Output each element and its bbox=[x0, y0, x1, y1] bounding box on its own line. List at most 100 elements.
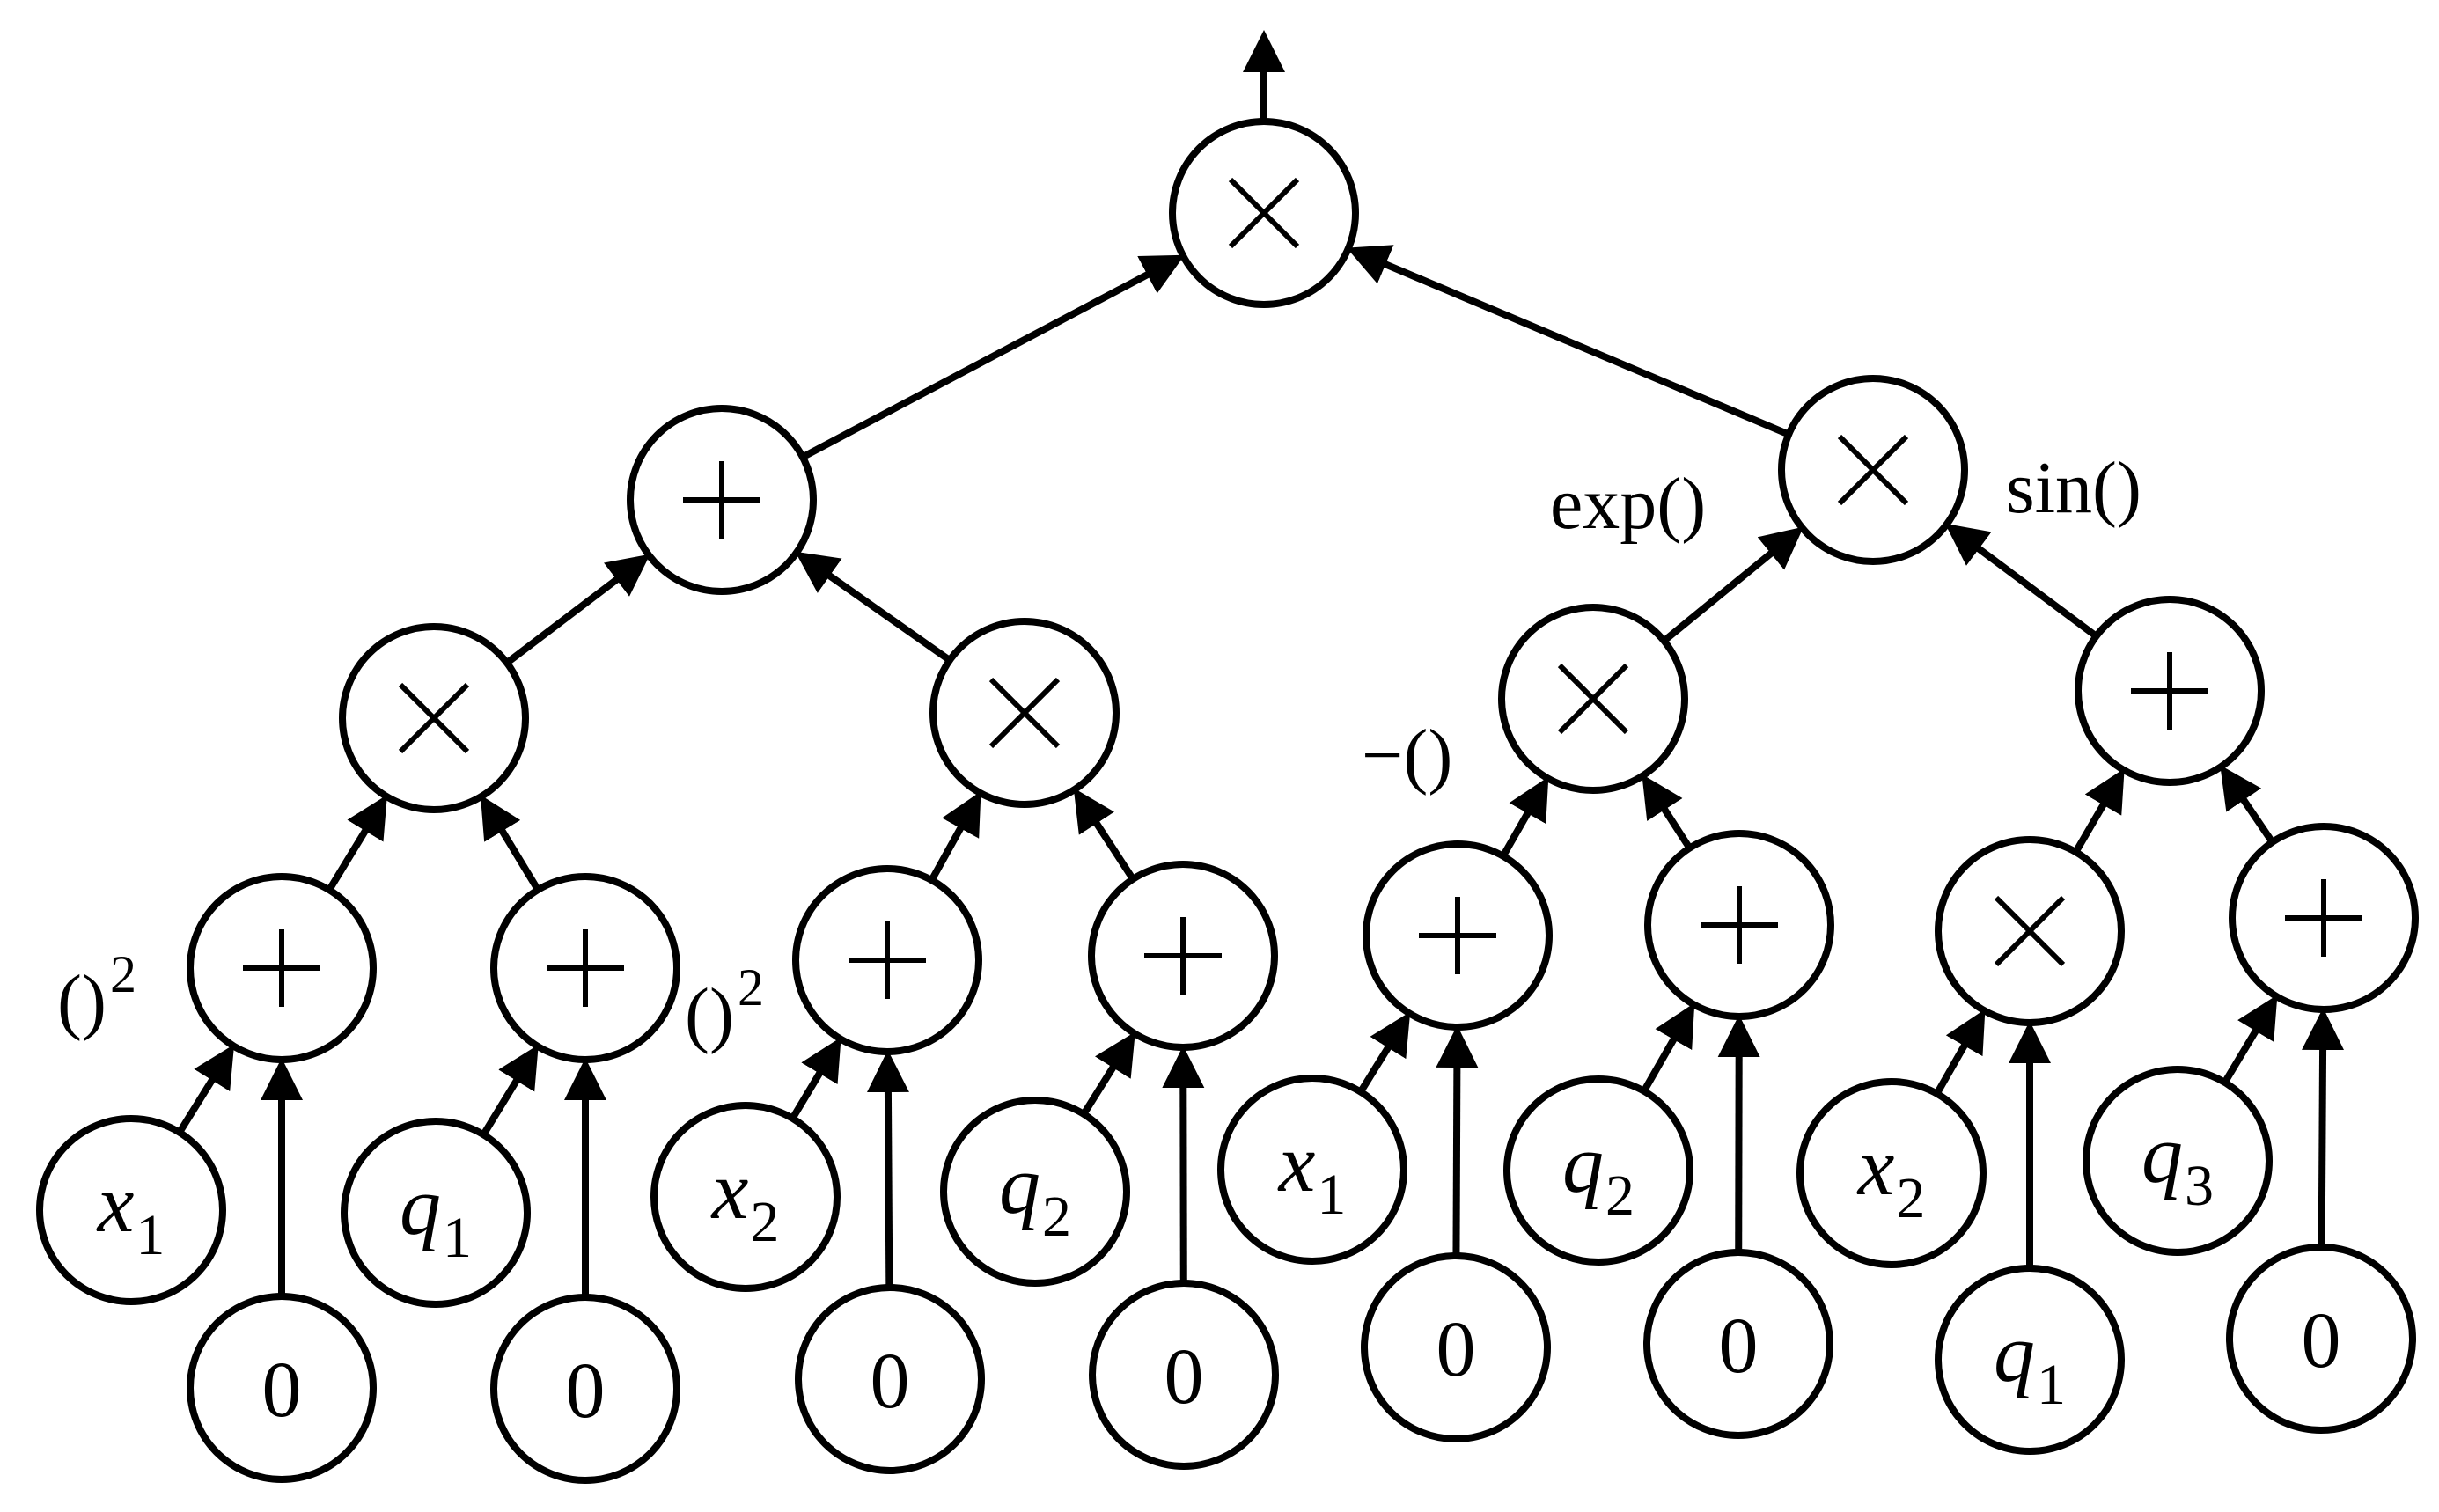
node-p4 bbox=[1088, 861, 1278, 1051]
times-icon bbox=[1994, 895, 2066, 967]
node-label: 0 bbox=[1436, 1306, 1476, 1393]
node-circle bbox=[1089, 1280, 1279, 1470]
edge-p5-to-RL bbox=[1500, 776, 1549, 858]
node-v7: x2 bbox=[1796, 1078, 1987, 1268]
node-circle bbox=[1503, 1075, 1693, 1266]
edge-z6-to-p6 bbox=[1717, 1014, 1760, 1253]
node-v6: q2 bbox=[1503, 1075, 1693, 1266]
edge-label-p5: −() bbox=[1362, 715, 1452, 796]
node-circle bbox=[940, 1097, 1130, 1287]
nodes-layer: x1 q1 x2 q2 x1 q2 x2 q3 0 0 0 0 0 0 q1 0 bbox=[36, 118, 2419, 1484]
node-v4: q2 bbox=[940, 1097, 1130, 1287]
edge-v5-to-p5 bbox=[1357, 1011, 1411, 1094]
edge-v8-to-p8 bbox=[2222, 995, 2278, 1084]
times-icon bbox=[1228, 177, 1300, 249]
node-v8: q3 bbox=[2083, 1066, 2273, 1256]
node-label: q3 bbox=[2141, 1109, 2214, 1218]
node-z4: 0 bbox=[1089, 1280, 1279, 1470]
edge-v2-to-p2 bbox=[480, 1045, 539, 1137]
node-circle bbox=[490, 1294, 680, 1484]
node-circle bbox=[187, 1293, 377, 1483]
node-p1 bbox=[187, 873, 377, 1063]
node-circle bbox=[650, 1102, 841, 1292]
node-label: 0 bbox=[871, 1338, 910, 1425]
node-label: q1 bbox=[400, 1161, 472, 1270]
node-label: 0 bbox=[1164, 1333, 1204, 1420]
node-z1: 0 bbox=[187, 1293, 377, 1483]
edge-p6-to-RL bbox=[1642, 774, 1693, 850]
node-label: q1 bbox=[1994, 1308, 2066, 1417]
node-LL bbox=[339, 623, 529, 813]
times-icon bbox=[398, 682, 470, 754]
node-p8 bbox=[2229, 823, 2419, 1013]
times-icon bbox=[988, 677, 1061, 749]
edge-z5-to-p5 bbox=[1436, 1024, 1479, 1257]
node-L bbox=[627, 405, 817, 595]
edge-p4-to-LR bbox=[1073, 788, 1136, 882]
node-z3: 0 bbox=[795, 1284, 985, 1474]
edge-v3-to-p3 bbox=[789, 1037, 841, 1120]
edge-v1-to-p1 bbox=[176, 1044, 235, 1134]
node-p3 bbox=[792, 865, 982, 1055]
node-label: 0 bbox=[2302, 1297, 2341, 1384]
node-z5: 0 bbox=[1361, 1252, 1551, 1442]
edge-label-RR: sin() bbox=[2006, 447, 2141, 529]
node-label: x1 bbox=[1277, 1118, 1347, 1227]
node-z6: 0 bbox=[1643, 1249, 1833, 1439]
node-circle bbox=[1361, 1252, 1551, 1442]
edge-z3-to-p3 bbox=[866, 1049, 909, 1288]
edge-p8-to-RR bbox=[2220, 765, 2275, 845]
node-label: 0 bbox=[262, 1347, 302, 1434]
edge-L-to-root bbox=[801, 254, 1185, 460]
times-icon bbox=[1557, 663, 1629, 735]
edge-LR-to-L bbox=[795, 551, 952, 664]
node-m7 bbox=[1935, 836, 2125, 1026]
node-v3: x2 bbox=[650, 1102, 841, 1292]
edges-layer bbox=[176, 30, 2345, 1297]
edge-label-v3: ()2 bbox=[685, 958, 764, 1055]
node-circle bbox=[1935, 1265, 2125, 1455]
node-RL bbox=[1498, 604, 1688, 794]
node-circle bbox=[795, 1284, 985, 1474]
node-label: x2 bbox=[1856, 1121, 1926, 1230]
node-label: q2 bbox=[999, 1140, 1071, 1249]
edge-z4-to-p4 bbox=[1162, 1045, 1205, 1284]
edge-p2-to-LL bbox=[480, 795, 541, 892]
node-RR bbox=[2075, 596, 2265, 786]
node-circle bbox=[2226, 1244, 2416, 1434]
edge-v7-to-m7 bbox=[1934, 1009, 1986, 1096]
edge-v6-to-p6 bbox=[1641, 1002, 1695, 1093]
edge-RR-to-R bbox=[1944, 523, 2098, 640]
edge-label-RL: exp() bbox=[1550, 463, 1706, 545]
edge-R-to-root bbox=[1346, 245, 1790, 438]
node-label: 0 bbox=[1719, 1303, 1759, 1390]
edge-v4-to-p4 bbox=[1080, 1031, 1135, 1117]
edge-label-v1: ()2 bbox=[57, 945, 136, 1042]
edge-p3-to-LR bbox=[928, 791, 981, 883]
times-icon bbox=[1837, 434, 1909, 506]
node-circle bbox=[2083, 1066, 2273, 1256]
node-p2 bbox=[490, 873, 680, 1063]
node-v1: x1 bbox=[36, 1115, 226, 1305]
node-circle bbox=[1217, 1075, 1407, 1265]
node-circle bbox=[1643, 1249, 1833, 1439]
node-label: q2 bbox=[1562, 1119, 1635, 1228]
node-z8: 0 bbox=[2226, 1244, 2416, 1434]
edge-RL-to-R bbox=[1661, 526, 1804, 644]
node-z2: 0 bbox=[490, 1294, 680, 1484]
node-circle bbox=[36, 1115, 226, 1305]
node-v5: x1 bbox=[1217, 1075, 1407, 1265]
edge-m7-to-RR bbox=[2072, 768, 2125, 855]
edge-p1-to-LL bbox=[326, 795, 387, 892]
node-label: 0 bbox=[566, 1347, 606, 1435]
node-LR bbox=[929, 618, 1120, 808]
node-p6 bbox=[1644, 830, 1834, 1020]
node-R bbox=[1778, 375, 1968, 565]
node-p5 bbox=[1363, 840, 1553, 1031]
node-circle bbox=[1796, 1078, 1987, 1268]
node-circle bbox=[341, 1118, 531, 1308]
node-q1b: q1 bbox=[1935, 1265, 2125, 1455]
edge-LL-to-L bbox=[504, 554, 650, 666]
node-v2: q1 bbox=[341, 1118, 531, 1308]
